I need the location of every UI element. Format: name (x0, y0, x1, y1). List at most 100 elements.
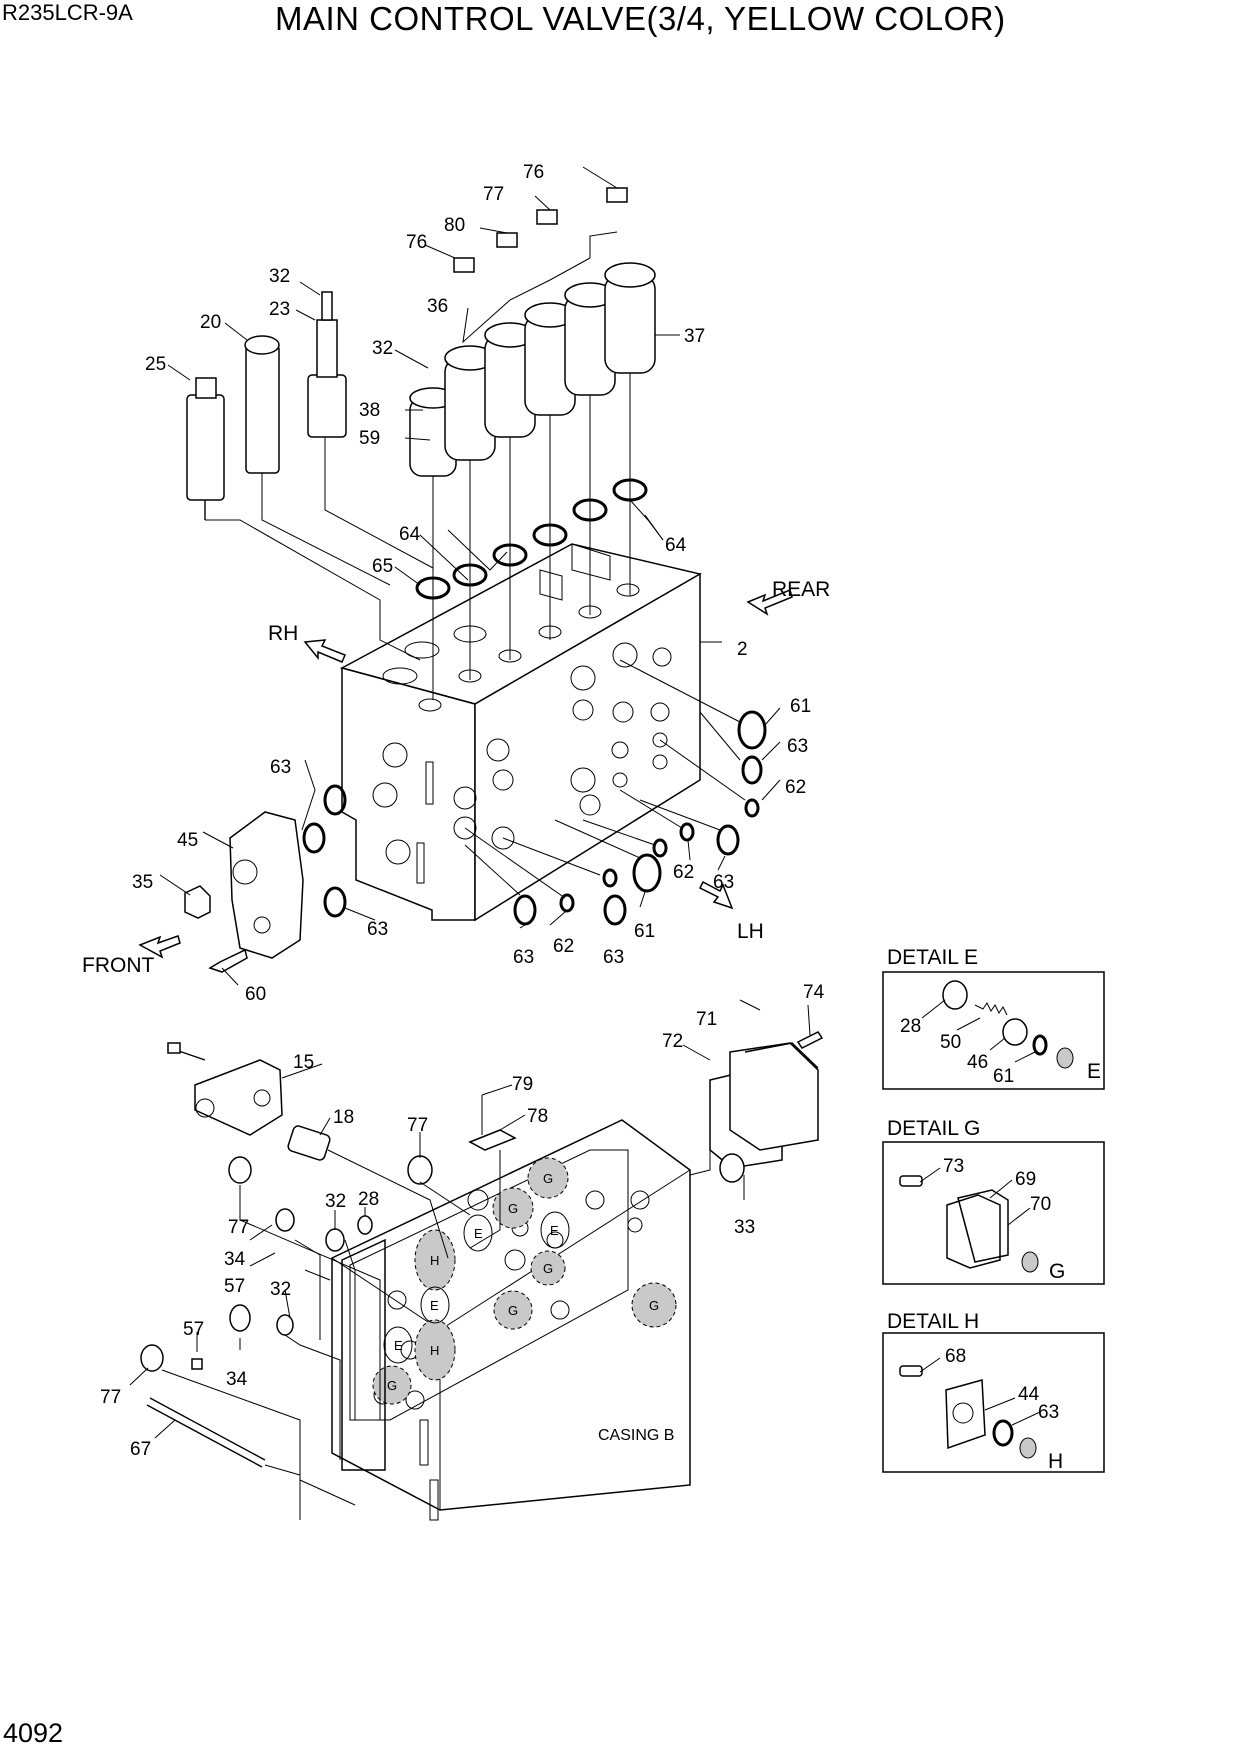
callout-77: 77 (228, 1217, 249, 1238)
callout-62: 62 (553, 936, 574, 957)
callout-28: 28 (358, 1189, 379, 1210)
detail-e-callout-61: 61 (993, 1066, 1014, 1087)
detail-g-letter: G (1049, 1260, 1065, 1283)
callout-63: 63 (603, 947, 624, 968)
casing-label: CASING B (598, 1427, 674, 1444)
direction-label-lh: LH (737, 920, 764, 943)
callout-72: 72 (662, 1031, 683, 1052)
callout-74: 74 (803, 982, 825, 1003)
callout-37: 37 (684, 326, 705, 347)
upper-valve-block (339, 543, 703, 922)
solenoid-valves (409, 187, 656, 477)
detail-h-letter: H (1048, 1450, 1063, 1473)
detail-g-callout-70: 70 (1030, 1194, 1051, 1215)
callout-25: 25 (145, 354, 166, 375)
callout-38: 38 (359, 400, 380, 421)
callout-62: 62 (673, 862, 694, 883)
callout-32: 32 (270, 1279, 291, 1300)
callout-20: 20 (200, 312, 221, 333)
port-mark-e: E (394, 1338, 403, 1353)
callout-77: 77 (407, 1115, 428, 1136)
direction-label-group: REAR RH LH FRONT CASING B (82, 578, 830, 1444)
callout-32: 32 (325, 1191, 346, 1212)
callout-79: 79 (512, 1074, 533, 1095)
direction-label-rear: REAR (772, 578, 830, 601)
callout-34: 34 (224, 1249, 246, 1270)
callout-62: 62 (785, 777, 806, 798)
detail-g-text: DETAIL G 73 69 70 G (887, 1117, 1065, 1283)
detail-h-heading: DETAIL H (887, 1310, 979, 1333)
callout-63: 63 (713, 872, 734, 893)
detail-h-callout-68: 68 (945, 1346, 966, 1367)
callout-59: 59 (359, 428, 380, 449)
callout-numbers: 76 77 80 76 36 37 32 23 20 25 32 38 59 6… (100, 162, 825, 1460)
detail-h-box (882, 1332, 1105, 1473)
callout-71: 71 (696, 1009, 717, 1030)
port-mark-g: G (543, 1171, 553, 1186)
callout-57: 57 (224, 1276, 245, 1297)
port-mark-h: H (430, 1253, 439, 1268)
o-rings-block-side (302, 710, 767, 926)
port-letter-marks: H H E E E E G G G G G G (387, 1171, 659, 1393)
callout-77: 77 (100, 1387, 121, 1408)
detail-e-callout-46: 46 (967, 1052, 988, 1073)
port-mark-g: G (508, 1201, 518, 1216)
callout-2: 2 (737, 639, 748, 660)
callout-32: 32 (269, 266, 290, 287)
callout-63: 63 (787, 736, 808, 757)
callout-33: 33 (734, 1217, 755, 1238)
port-mark-e: E (550, 1223, 559, 1238)
callout-60: 60 (245, 984, 266, 1005)
cover-45-assembly (184, 811, 304, 973)
callout-23: 23 (269, 299, 290, 320)
callout-32: 32 (372, 338, 393, 359)
direction-label-front: FRONT (82, 954, 154, 977)
port-mark-g: G (508, 1303, 518, 1318)
port-mark-g: G (387, 1378, 397, 1393)
detail-g-box (882, 1141, 1105, 1285)
port-mark-g: G (543, 1261, 553, 1276)
direction-arrows (138, 588, 793, 959)
port-mark-e: E (430, 1298, 439, 1313)
callout-63: 63 (367, 919, 388, 940)
callout-64: 64 (399, 524, 421, 545)
callout-78: 78 (527, 1106, 548, 1127)
port-mark-g: G (649, 1298, 659, 1313)
detail-e-callout-28: 28 (900, 1016, 921, 1037)
detail-e-text: DETAIL E 28 50 46 61 E (887, 946, 1101, 1087)
callout-63: 63 (270, 757, 291, 778)
direction-label-rh: RH (268, 622, 298, 645)
port-mark-e: E (474, 1226, 483, 1241)
detail-g-heading: DETAIL G (887, 1117, 980, 1140)
callout-18: 18 (333, 1107, 354, 1128)
detail-h-callout-63: 63 (1038, 1402, 1059, 1423)
detail-e-box (882, 971, 1105, 1090)
callout-61: 61 (634, 921, 655, 942)
detail-e-heading: DETAIL E (887, 946, 978, 969)
detail-g-callout-73: 73 (943, 1156, 964, 1177)
callout-76: 76 (406, 232, 427, 253)
callout-76: 76 (523, 162, 544, 183)
callout-45: 45 (177, 830, 198, 851)
callout-15: 15 (293, 1052, 314, 1073)
page-title: MAIN CONTROL VALVE(3/4, YELLOW COLOR) (275, 0, 1006, 37)
detail-g-callout-69: 69 (1015, 1169, 1036, 1190)
callout-63: 63 (513, 947, 534, 968)
page-number: 4092 (3, 1718, 64, 1748)
callout-80: 80 (444, 215, 465, 236)
callout-65: 65 (372, 556, 393, 577)
model-number: R235LCR-9A (2, 0, 133, 25)
leader-lines-upper (159, 166, 781, 986)
detail-h-text: DETAIL H 68 44 63 H (887, 1310, 1063, 1473)
callout-35: 35 (132, 872, 153, 893)
callout-57: 57 (183, 1319, 204, 1340)
callout-36: 36 (427, 296, 448, 317)
callout-67: 67 (130, 1439, 151, 1460)
port-mark-h: H (430, 1343, 439, 1358)
callout-34: 34 (226, 1369, 248, 1390)
lower-casing-b (331, 1119, 691, 1521)
detail-e-callout-50: 50 (940, 1032, 961, 1053)
lower-parts (140, 1031, 824, 1468)
